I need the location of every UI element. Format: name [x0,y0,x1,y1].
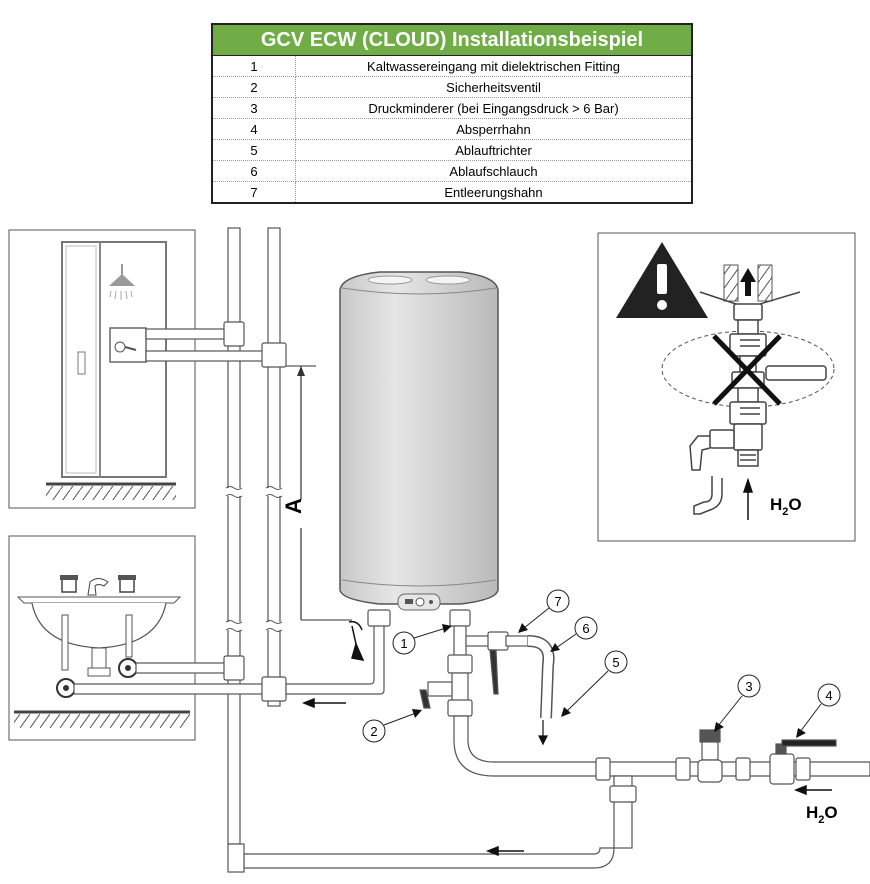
callout-5: 5 [561,650,628,717]
shut-off-valve [769,739,837,785]
callout-7: 7 [518,589,570,633]
legend-num: 1 [213,56,296,77]
legend-num: 6 [213,160,296,182]
svg-text:7: 7 [554,594,561,609]
legend-text: Ablaufschlauch [295,160,691,182]
legend-num: 4 [213,118,296,140]
svg-text:2: 2 [370,724,377,739]
water-inlet-label: H2O [806,803,838,826]
water-detail-label: H2O [770,495,802,518]
sink-supply-pipes [73,655,287,702]
legend-row-7: 7 Entleerungshahn [213,181,691,202]
shower-head-icon [109,264,135,300]
prohibited-cross-icon [712,334,782,406]
water-heater-tank [339,271,499,611]
callout-4: 4 [796,683,841,738]
warning-icon [616,242,708,318]
callouts: 1 2 3 4 5 6 [362,589,841,743]
flow-arrows [301,620,365,709]
legend-num: 5 [213,139,296,161]
shower-supply-pipes [145,321,287,368]
sink-panel [8,535,196,741]
dimension-a: A [281,365,352,621]
svg-text:6: 6 [582,621,589,636]
dimension-label: A [281,498,306,514]
svg-text:4: 4 [825,688,832,703]
legend-title: GCV ECW (CLOUD) Installationsbeispiel [213,25,691,56]
legend-text: Absperrhahn [295,118,691,140]
svg-text:5: 5 [612,655,619,670]
riser-pipes [226,227,282,845]
legend-text: Ablauftrichter [295,139,691,161]
cold-inlet-assembly [419,609,529,717]
callout-2: 2 [362,709,422,743]
pressure-reducer [697,729,723,783]
svg-text:1: 1 [400,636,407,651]
legend-num: 2 [213,76,296,98]
legend-num: 7 [213,181,296,202]
legend-text: Druckminderer (bei Eingangsdruck > 6 Bar… [295,97,691,119]
main-cold-pipe [227,715,870,873]
legend-text: Entleerungshahn [444,184,543,200]
legend-num: 3 [213,97,296,119]
legend-text: Sicherheitsventil [295,76,691,98]
callout-6: 6 [550,616,598,652]
callout-1: 1 [392,624,452,655]
callout-3: 3 [714,674,761,732]
svg-text:3: 3 [745,679,752,694]
legend-text: Kaltwassereingang mit dielektrischen Fit… [295,56,691,77]
shower-panel [8,229,196,509]
hot-water-pipe [285,609,391,695]
warning-detail-panel: H2O [597,232,856,542]
up-arrow-icon [740,268,756,296]
